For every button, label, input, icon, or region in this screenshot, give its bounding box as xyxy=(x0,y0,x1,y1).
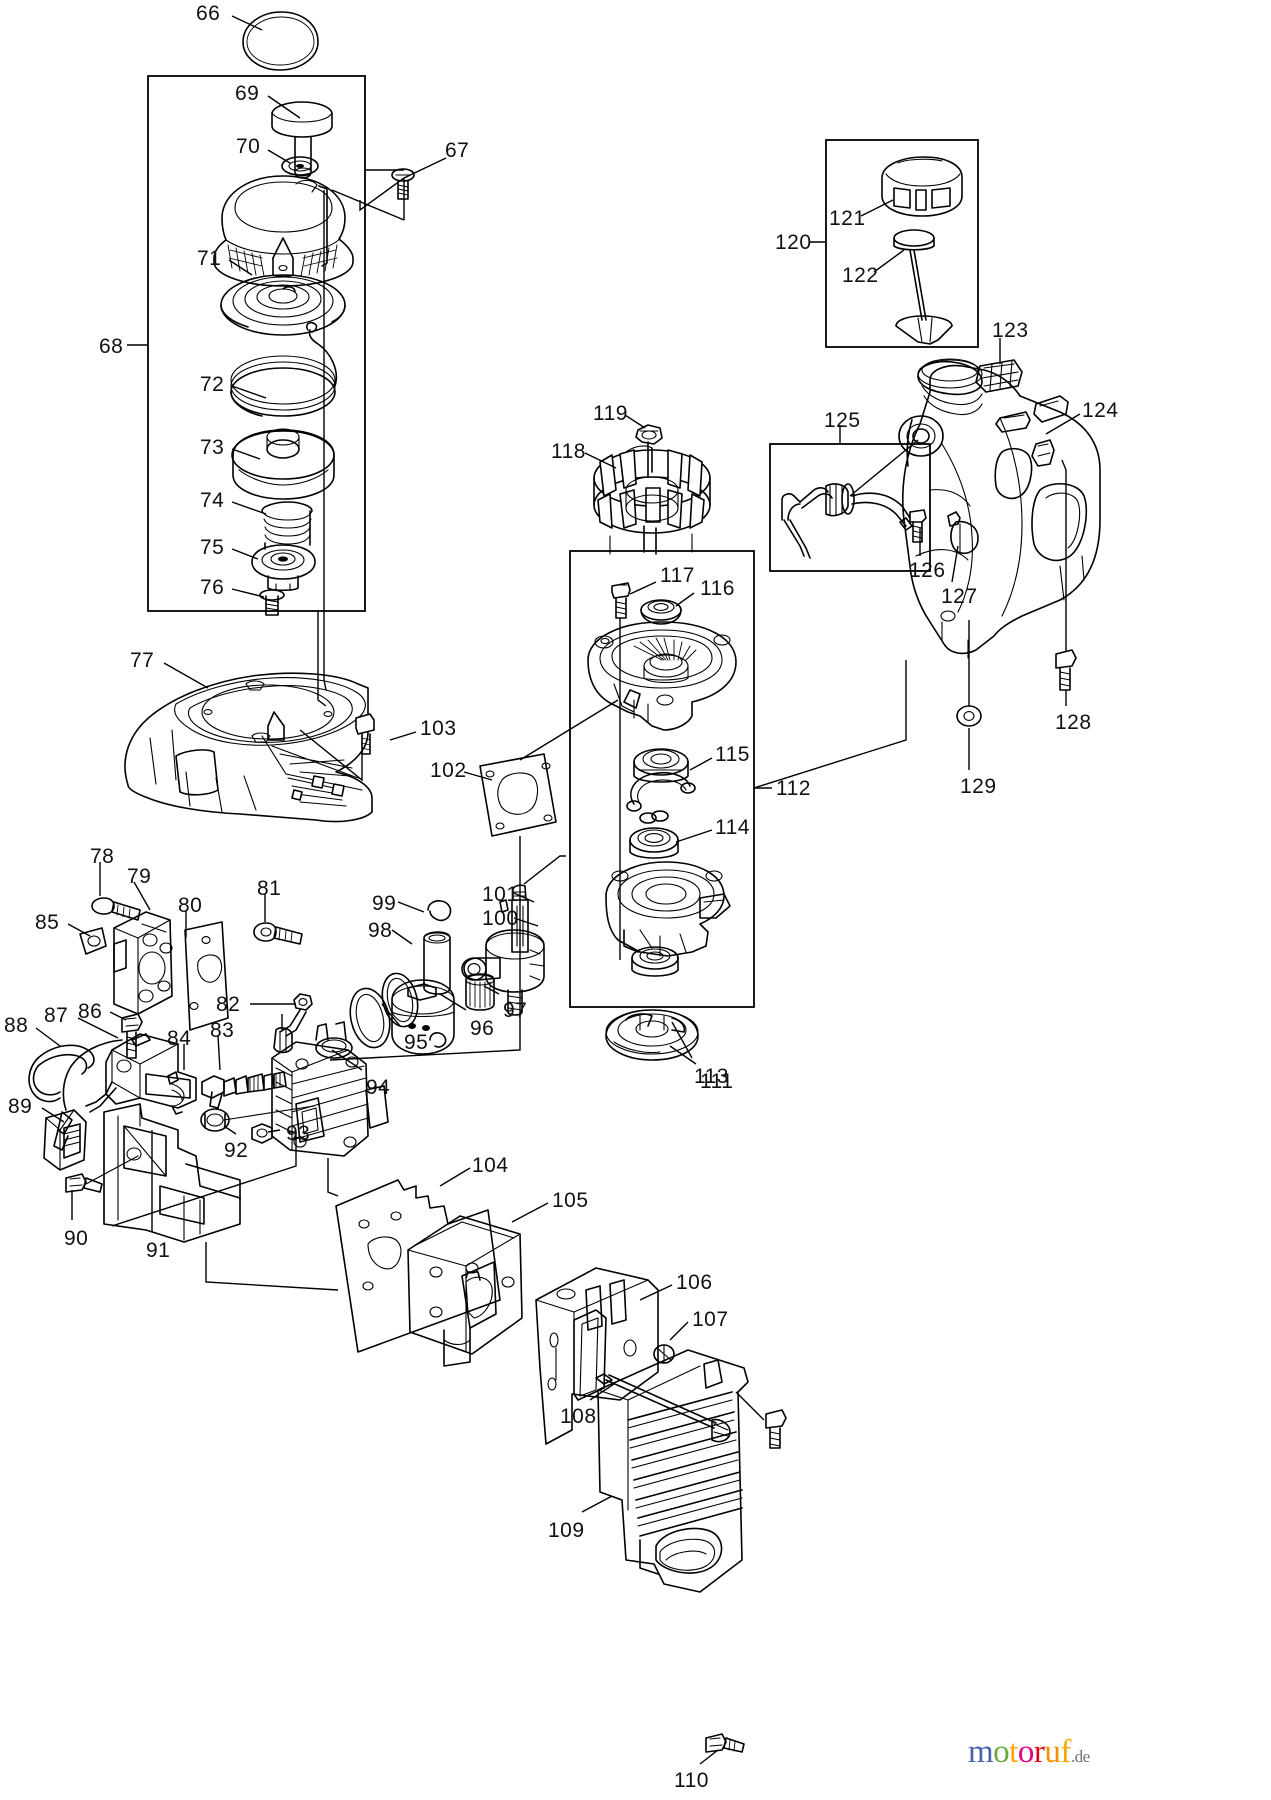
callout-101: 101 xyxy=(482,883,519,906)
callout-83: 83 xyxy=(210,1019,235,1042)
callout-128: 128 xyxy=(1055,711,1092,734)
callout-84: 84 xyxy=(167,1027,192,1050)
callout-104: 104 xyxy=(472,1154,509,1177)
callout-66: 66 xyxy=(196,2,221,25)
callout-74: 74 xyxy=(200,489,225,512)
callout-127: 127 xyxy=(941,585,978,608)
watermark-motoruf: motoruf.de xyxy=(968,1736,1090,1773)
callout-78: 78 xyxy=(90,845,115,868)
callout-95: 95 xyxy=(404,1031,429,1054)
callout-68: 68 xyxy=(99,335,124,358)
callout-124: 124 xyxy=(1082,399,1119,422)
callout-102: 102 xyxy=(430,759,467,782)
watermark-letter-r: r xyxy=(1033,1734,1045,1770)
callout-103: 103 xyxy=(420,717,457,740)
callout-80: 80 xyxy=(178,894,203,917)
callout-85: 85 xyxy=(35,911,60,934)
callout-122: 122 xyxy=(842,264,879,287)
callout-111: 111 xyxy=(700,1070,734,1093)
callout-119: 119 xyxy=(593,402,628,425)
callout-86: 86 xyxy=(78,1000,103,1023)
callout-81: 81 xyxy=(257,877,282,900)
callout-105: 105 xyxy=(552,1189,589,1212)
callout-69: 69 xyxy=(235,82,260,105)
callout-116: 116 xyxy=(700,577,735,600)
callout-125: 125 xyxy=(824,409,861,432)
callout-72: 72 xyxy=(200,373,225,396)
callout-77: 77 xyxy=(130,649,155,672)
callout-87: 87 xyxy=(44,1004,69,1027)
callout-129: 129 xyxy=(960,775,997,798)
callout-71: 71 xyxy=(197,247,222,270)
callout-67: 67 xyxy=(445,139,470,162)
callout-99: 99 xyxy=(372,892,397,915)
callout-76: 76 xyxy=(200,576,225,599)
callout-107: 107 xyxy=(692,1308,729,1331)
callout-73: 73 xyxy=(200,436,225,459)
callout-114: 114 xyxy=(715,816,750,839)
callout-100: 100 xyxy=(482,907,519,930)
callout-82: 82 xyxy=(216,993,241,1016)
callout-123: 123 xyxy=(992,319,1029,342)
callout-75: 75 xyxy=(200,536,225,559)
callout-94: 94 xyxy=(366,1076,391,1099)
callout-91: 91 xyxy=(146,1239,171,1262)
callout-110: 110 xyxy=(674,1769,709,1792)
watermark-letter-u: u xyxy=(1044,1734,1061,1770)
callout-90: 90 xyxy=(64,1227,89,1250)
callout-106: 106 xyxy=(676,1271,713,1294)
callout-126: 126 xyxy=(909,559,946,582)
callout-109: 109 xyxy=(548,1519,585,1542)
watermark-letter-m: m xyxy=(968,1734,994,1770)
callout-79: 79 xyxy=(127,865,152,888)
watermark-letter-o1: o xyxy=(993,1734,1010,1770)
callout-108: 108 xyxy=(560,1405,597,1428)
watermark-letter-f: f xyxy=(1060,1734,1071,1770)
watermark-letter-o2: o xyxy=(1017,1734,1035,1770)
callout-88: 88 xyxy=(4,1014,29,1037)
callout-89: 89 xyxy=(8,1095,33,1118)
callout-112: 112 xyxy=(776,777,811,800)
callout-120: 120 xyxy=(775,231,812,254)
callout-98: 98 xyxy=(368,919,393,942)
callout-118: 118 xyxy=(551,440,586,463)
watermark-letter-t: t xyxy=(1009,1734,1018,1770)
callout-70: 70 xyxy=(236,135,261,158)
callout-96: 96 xyxy=(470,1017,495,1040)
callout-97: 97 xyxy=(503,999,528,1022)
callout-113: 113 xyxy=(694,1065,729,1088)
callout-92: 92 xyxy=(224,1139,249,1162)
callout-115: 115 xyxy=(715,743,750,766)
callout-117: 117 xyxy=(660,564,695,587)
watermark-suffix: .de xyxy=(1070,1747,1090,1766)
callout-93: 93 xyxy=(286,1122,311,1145)
callout-121: 121 xyxy=(829,207,866,230)
